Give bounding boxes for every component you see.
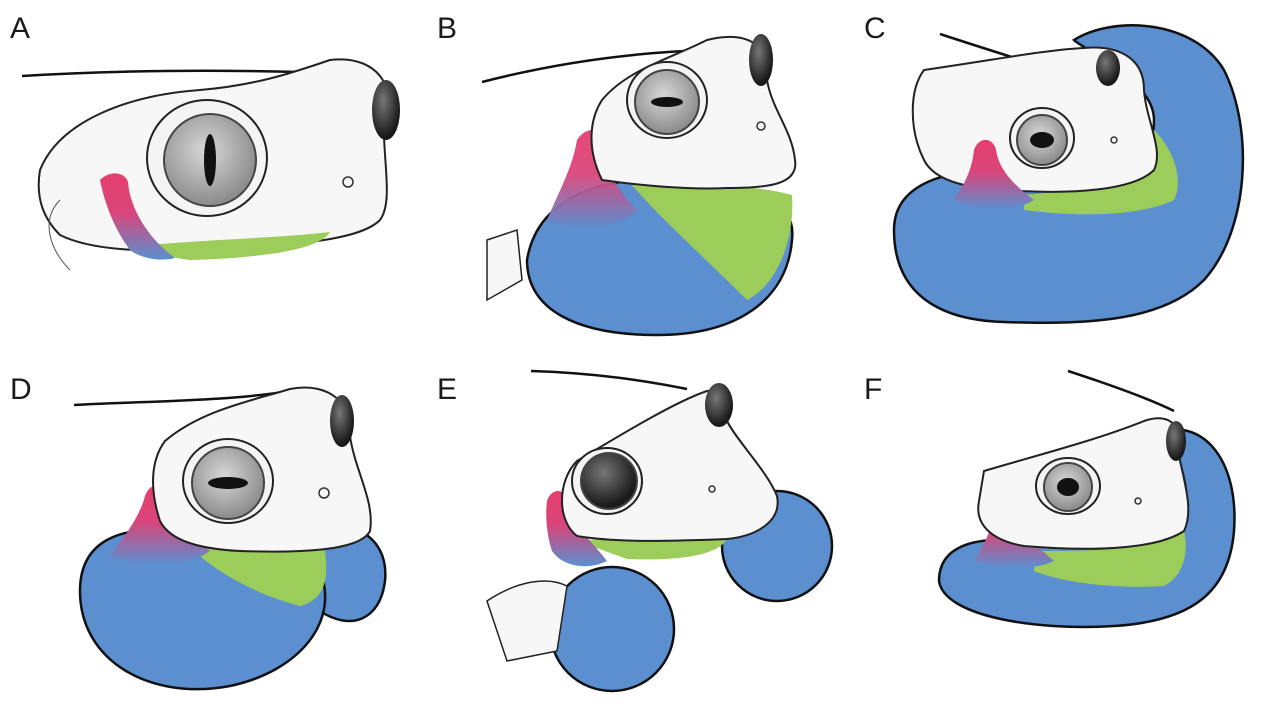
pink-muscle — [110, 485, 210, 565]
nostril — [1134, 497, 1142, 505]
far-eye — [330, 395, 354, 447]
nostril — [708, 485, 716, 493]
green-sac — [150, 232, 330, 260]
frog-illustration — [73, 386, 387, 691]
panel-c: C — [854, 0, 1280, 361]
nostril — [342, 176, 354, 188]
nostril — [318, 487, 330, 499]
pink-muscle — [100, 173, 175, 260]
panel-b: B — [427, 0, 853, 361]
panel-label: C — [864, 12, 886, 45]
pink-muscle — [547, 130, 637, 229]
frog-illustration — [481, 34, 797, 337]
pupil — [1057, 478, 1079, 496]
far-eye — [705, 383, 733, 427]
far-eye — [372, 80, 400, 140]
pink-muscle — [954, 139, 1034, 210]
panel-label: F — [864, 373, 883, 406]
green-sac — [632, 183, 793, 300]
frog-illustration — [937, 369, 1236, 629]
green-sac — [1024, 130, 1178, 215]
green-sac — [185, 538, 327, 606]
panel-label: A — [10, 12, 31, 45]
eye — [580, 452, 638, 510]
nostril — [756, 121, 766, 131]
panel-label: D — [10, 373, 32, 406]
panel-a: A — [0, 0, 426, 361]
far-eye — [749, 34, 773, 86]
far-eye — [1166, 421, 1186, 461]
frog-illustration — [892, 24, 1245, 324]
panel-e: E — [427, 361, 853, 722]
green-sac — [577, 535, 727, 560]
pupil — [651, 97, 683, 107]
nostril — [1110, 136, 1118, 144]
far-eye — [1096, 50, 1120, 86]
panel-d: D — [0, 361, 426, 722]
panel-f: F — [854, 361, 1280, 722]
frog-illustration — [21, 58, 400, 271]
panel-label: E — [437, 373, 458, 406]
frog-illustration — [486, 369, 834, 693]
pupil — [204, 134, 216, 186]
panel-label: B — [437, 12, 458, 45]
pupil — [208, 477, 248, 489]
vocal-sac-left — [548, 565, 676, 693]
pupil — [1030, 132, 1054, 148]
